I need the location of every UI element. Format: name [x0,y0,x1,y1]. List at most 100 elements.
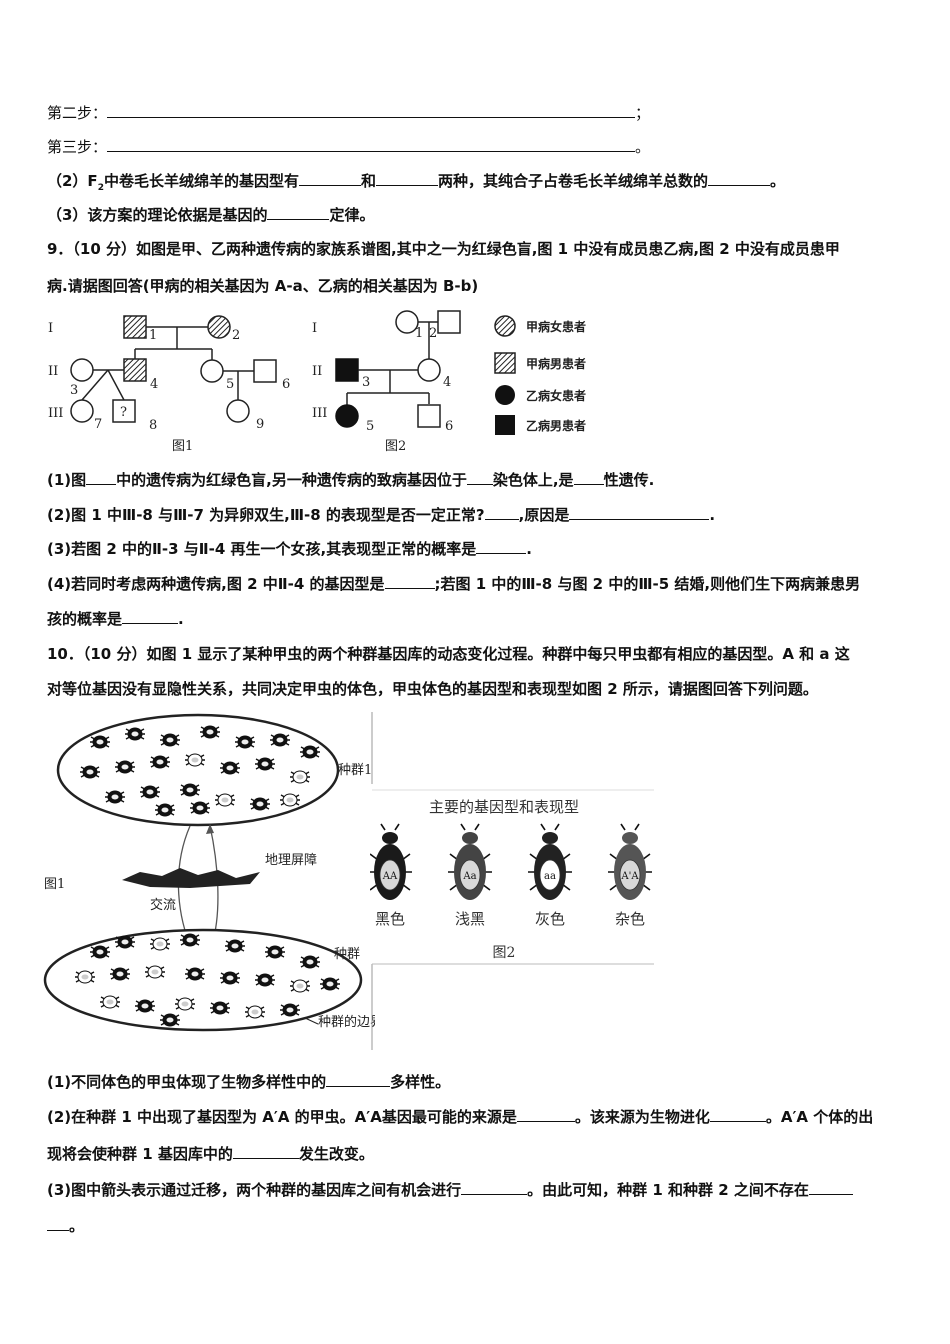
beetle-icon [125,727,145,741]
beetle-icon [290,770,310,784]
q10-s3-b: 。由此可知，种群 1 和种群 2 之间不存在 [527,1181,809,1199]
q10-blank-6[interactable] [808,1180,853,1195]
beetle-icon [215,793,235,807]
beetle-icon [110,967,130,981]
q9-blank-1[interactable] [86,470,117,485]
q10-head-text: 10．（10 分）如图 1 显示了某种甲虫的两个种群基因库的动态变化过程。种群中… [47,645,850,663]
q10-head2-text: 对等位基因没有显隐性关系，共同决定甲虫的体色，甲虫体色的基因型和表现型如图 2 … [47,680,818,698]
fig2-num-5: 5 [366,419,374,434]
legend-label-2: 甲病男患者 [526,356,586,371]
q10-blank-1[interactable] [326,1072,391,1087]
genotype-label: Aa [462,871,476,882]
fig2-num-2: 2 [429,326,437,341]
q8-p2-c: 和 [360,172,376,190]
fig1-label: 图1 [44,877,65,892]
q10-sub3: (3)图中箭头表示通过迁移，两个种群的基因库之间有机会进行 。由此可知，种群 1 … [47,1180,853,1200]
fig2-gen-III: III [312,406,327,421]
q8-blank-2[interactable] [375,171,438,186]
phenotype-label: 杂色 [615,910,645,928]
q9-blank-5[interactable] [569,505,710,520]
beetle-icon [75,970,95,984]
phenotype-label: 浅黑 [455,910,485,928]
beetle-icon [180,933,200,947]
q9-blank-4[interactable] [484,505,519,520]
fig2-III5-female-affected-b [335,404,359,428]
fig2-num-1: 1 [415,326,423,341]
genotype-label: A'A [620,871,639,882]
q10-sub2: (2)在种群 1 中出现了基因型为 A′A 的甲虫。A′A基因最可能的来源是。该… [47,1107,873,1127]
beetle-icon [175,997,195,1011]
beetle-icon [255,973,275,987]
q10-blank-6-cont[interactable] [47,1216,69,1231]
q8-blank-4[interactable] [267,205,330,220]
fig1-gen-III: III [48,406,63,421]
q8-blank-3[interactable] [708,171,770,186]
beetle-icon [200,725,220,739]
beetle-icon [150,937,170,951]
q9-blank-8[interactable] [122,609,179,624]
beetle-icon [225,939,245,953]
step3-blank[interactable] [107,137,636,152]
q9-blank-7[interactable] [384,574,435,589]
q9-s4-a: (4)若同时考虑两种遗传病,图 2 中Ⅱ-4 的基因型是 [47,575,385,593]
fig2-gen-II: II [312,364,322,379]
q9-blank-3[interactable] [573,470,604,485]
fig1-unknown-mark: ? [120,405,127,420]
pedigree-figures: I II III 1 2 3 4 7 ? 8 5 6 9 图1 I II III… [48,310,586,454]
q10-s2-d: 现将会使种群 1 基因库中的 [47,1145,233,1163]
q9-s1-c: 染色体上,是 [492,471,574,489]
legend-label-3: 乙病女患者 [526,388,586,403]
q10-s2-b: 。该来源为生物进化 [574,1108,710,1126]
beetle-icon [235,735,255,749]
fig2-caption: 图2 [385,439,406,454]
beetle-icon [190,801,210,815]
q10-s2-c: 。A′A 个体的出 [765,1108,874,1126]
q10-head: 10．（10 分）如图 1 显示了某种甲虫的两个种群基因库的动态变化过程。种群中… [47,644,850,664]
fig1-I1-male-affected [123,315,147,339]
q9-sub1: (1)图中的遗传病为红绿色盲,另一种遗传病的致病基因位于染色体上,是性遗传. [47,470,654,490]
beetle-icon [290,979,310,993]
q8-part3: （3）该方案的理论依据是基因的定律。 [47,205,374,225]
beetle-icon [270,733,290,747]
q9-head-text: 9．（10 分）如图是甲、乙两种遗传病的家族系谱图,其中之一为红绿色盲,图 1 … [47,240,840,258]
beetle-icon [90,735,110,749]
genotype-label: AA [382,871,398,882]
population-1-beetles [80,725,320,817]
fig1-gen-I: I [48,321,53,336]
beetle-icon [185,753,205,767]
q10-blank-4[interactable] [232,1144,299,1159]
legend-male-a-icon [494,352,516,374]
fig1-III9-female [226,399,250,423]
q10-blank-3[interactable] [709,1107,766,1122]
flow-label: 交流 [150,897,176,913]
q9-s4-b: ;若图 1 中的Ⅲ-8 与图 2 中的Ⅲ-5 结婚,则他们生下两病兼患男 [434,575,861,593]
fig2-title: 主要的基因型和表现型 [429,798,579,816]
fig2-II4-female [417,358,441,382]
q9-s4-c: 孩的概率是 [47,610,123,628]
fig2-num-3: 3 [362,375,370,390]
q10-blank-2[interactable] [516,1107,575,1122]
legend-female-b-icon [495,385,515,405]
q10-s3-a: (3)图中箭头表示通过迁移，两个种群的基因库之间有机会进行 [47,1181,462,1199]
q10-s2-e: 发生改变。 [298,1145,374,1163]
q9-s3-b: . [526,540,532,558]
q10-sub2-cont: 现将会使种群 1 基因库中的 发生改变。 [47,1144,374,1164]
q9-blank-6[interactable] [476,539,527,554]
beetle-icon [320,977,340,991]
fig1-num-3: 3 [70,383,78,398]
fig1-num-6: 6 [282,377,290,392]
q8-blank-1[interactable] [298,171,361,186]
fig1-num-1: 1 [149,328,157,343]
q9-s3-a: (3)若图 2 中的Ⅱ-3 与Ⅱ-4 再生一个女孩,其表现型正常的概率是 [47,540,477,558]
q10-blank-5[interactable] [461,1180,528,1195]
beetle-population-figure: 种群1 地理屏障 图1 交流 种群 种群的边界 [43,713,375,1032]
fig2-II3-male-affected-b [335,358,359,382]
q9-blank-2[interactable] [466,470,493,485]
population-2-beetles [75,933,340,1027]
step3-end: 。 [635,138,651,156]
legend-female-a-icon [494,315,516,337]
step3-label: 第三步： [47,138,108,156]
step2-blank[interactable] [107,103,636,118]
beetle-icon [220,971,240,985]
